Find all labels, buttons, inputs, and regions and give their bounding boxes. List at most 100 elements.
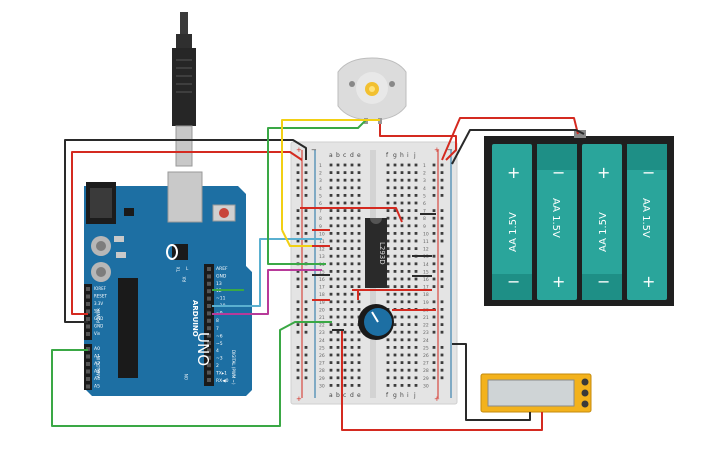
row-number: 7 — [319, 209, 322, 215]
row-number: 2 — [319, 171, 322, 177]
cell-voltage-label: AA 1.5V — [598, 212, 609, 252]
column-label: h — [400, 392, 404, 399]
column-label: f — [386, 152, 389, 159]
wire-green-bb[interactable] — [267, 256, 326, 265]
analog-pin-label: A3 — [94, 369, 100, 375]
row-number: 14 — [423, 262, 429, 268]
cell-polarity-label: + — [597, 163, 610, 182]
arduino-brand-label: ARDUINO — [191, 300, 199, 337]
digital-pin-label: 8 — [216, 318, 219, 324]
row-number: 23 — [423, 330, 429, 336]
row-number: 15 — [423, 269, 429, 275]
row-number: 22 — [423, 323, 429, 329]
row-number: 3 — [319, 178, 322, 184]
power-pin-label: 5V — [94, 309, 100, 314]
wire-pin11[interactable] — [212, 238, 322, 307]
row-number: 4 — [319, 186, 322, 192]
row-number: 2 — [423, 171, 426, 177]
wire-motor-yellow[interactable] — [281, 119, 380, 230]
row-number: 1 — [423, 163, 426, 169]
digital-pin-label: 7 — [216, 326, 219, 332]
row-number: 24 — [423, 338, 429, 344]
rail-minus-label-right: − — [447, 146, 453, 154]
row-number: 29 — [423, 376, 429, 382]
wire-meter-red[interactable] — [341, 330, 543, 431]
row-number: 5 — [423, 193, 426, 199]
column-label: e — [357, 392, 361, 399]
dc-motor[interactable] — [337, 57, 407, 124]
l293d-chip[interactable]: L293D — [365, 218, 387, 288]
cell-polarity-label: + — [507, 163, 520, 182]
digital-pin-label: 13 — [216, 281, 222, 287]
battery-cell: −+AA 1.5V — [537, 144, 577, 300]
row-number: 26 — [319, 353, 325, 359]
wire-motor-red[interactable] — [379, 124, 457, 161]
analog-pin-label: A1 — [94, 354, 100, 360]
wire-battery-red[interactable] — [441, 117, 579, 161]
cell-voltage-label: AA 1.5V — [508, 212, 519, 252]
rail-minus-label-left: − — [311, 146, 317, 154]
rail-plus-label-bottom-right: + — [434, 395, 440, 403]
column-label: j — [413, 152, 416, 159]
power-section-label: POWER — [96, 308, 101, 323]
wire-meter-black[interactable] — [452, 343, 531, 421]
column-label: h — [400, 152, 404, 159]
cell-voltage-label: AA 1.5V — [640, 198, 651, 238]
column-label: g — [393, 152, 397, 159]
power-pin-label: IOREF — [94, 286, 107, 291]
battery-cell: +−AA 1.5V — [492, 144, 532, 300]
battery-cell: +−AA 1.5V — [582, 144, 622, 300]
row-number: 17 — [423, 285, 429, 291]
multimeter[interactable] — [480, 373, 592, 413]
row-number: 23 — [319, 330, 325, 336]
arduino-uno-board[interactable]: ARDUINO UNO POWER ANALOG IN DIGITAL (PWM… — [84, 171, 252, 396]
digital-pin-label: TX▸1 — [215, 370, 227, 376]
row-number: 18 — [319, 292, 325, 298]
analog-pin-label: A0 — [94, 346, 100, 352]
row-number: 6 — [423, 201, 426, 207]
row-number: 24 — [319, 338, 325, 344]
row-number: 7 — [423, 209, 426, 215]
row-number: 10 — [319, 231, 325, 237]
row-number: 30 — [319, 383, 325, 389]
arduino-model-label: UNO — [194, 332, 212, 366]
digital-pin-label: GND — [216, 273, 227, 279]
wire-gnd[interactable] — [64, 139, 307, 323]
power-pin-label: GND — [94, 316, 103, 321]
arduino-logo — [166, 244, 178, 260]
row-number: 9 — [423, 224, 426, 230]
column-label: b — [336, 152, 340, 159]
led-rx-label: RX — [182, 276, 187, 282]
reset-button[interactable] — [219, 208, 229, 218]
wire-5v[interactable] — [71, 151, 303, 315]
wire-pin10[interactable] — [212, 269, 322, 315]
cell-polarity-label: + — [552, 272, 565, 291]
rail-plus-label-left: + — [296, 146, 302, 154]
wire-motor-green[interactable] — [267, 119, 367, 256]
chip-label: L293D — [378, 242, 386, 265]
battery-pack[interactable]: +−AA 1.5V−+AA 1.5V+−AA 1.5V−+AA 1.5V — [484, 130, 674, 306]
row-number: 5 — [319, 193, 322, 199]
row-number: 21 — [423, 315, 429, 321]
row-number: 4 — [423, 186, 426, 192]
column-label: e — [357, 152, 361, 159]
wire-chip-red[interactable] — [300, 207, 403, 223]
column-label: f — [386, 392, 389, 399]
breadboard-holes — [296, 163, 444, 387]
row-number: 28 — [423, 368, 429, 374]
on-label: ON — [184, 374, 189, 380]
row-number: 16 — [319, 277, 325, 283]
row-number: 11 — [423, 239, 429, 245]
led-l-label: L — [186, 266, 189, 271]
rail-plus-label-right: + — [434, 146, 440, 154]
wire-battery-black[interactable] — [451, 129, 585, 165]
row-number: 8 — [423, 216, 426, 222]
row-number: 21 — [319, 315, 325, 321]
cell-polarity-label: + — [642, 272, 655, 291]
column-label: i — [407, 392, 409, 399]
column-label: c — [343, 152, 346, 159]
digital-pin-header — [204, 264, 214, 386]
column-label: d — [350, 392, 354, 399]
potentiometer[interactable] — [358, 304, 394, 340]
wire-a0[interactable] — [51, 321, 332, 427]
